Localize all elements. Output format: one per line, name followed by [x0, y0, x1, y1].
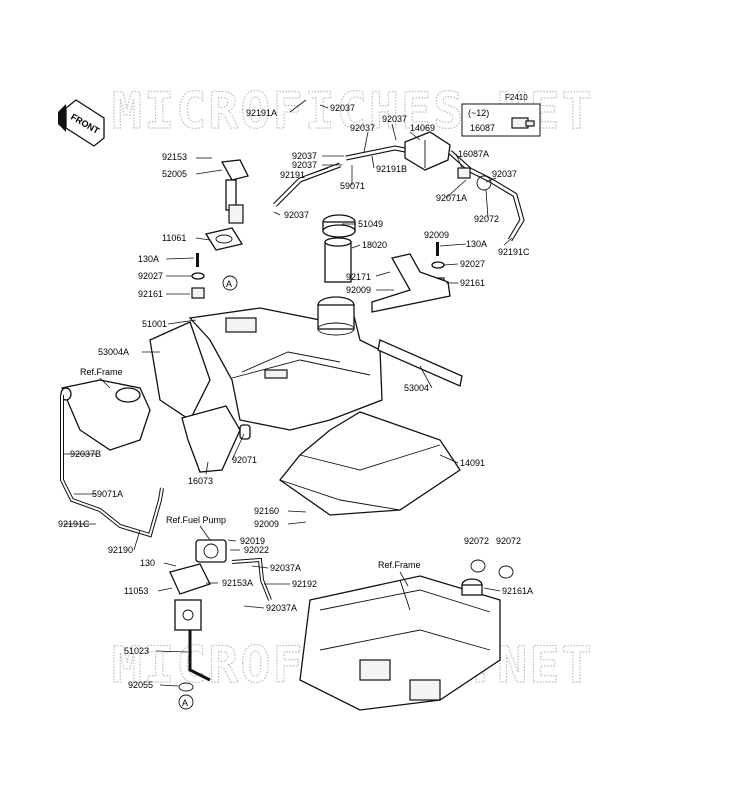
canister: [404, 131, 451, 171]
callout-51023: 51023: [124, 646, 149, 656]
callout-92037-e: 92037: [292, 160, 317, 170]
callout-16087a: 16087A: [458, 149, 489, 159]
callout-11061: 11061: [162, 233, 186, 243]
callout-51001: 51001: [142, 319, 167, 329]
ref-frame-label-bottom: Ref.Frame: [378, 560, 421, 570]
inset-box: (~12) 16087: [461, 103, 541, 137]
callout-51049: 51049: [358, 219, 383, 229]
callout-130a-right: 130A: [466, 239, 487, 249]
callout-92072-br: 92072: [496, 536, 521, 546]
callout-92161-right: 92161: [460, 278, 485, 288]
callout-92055: 92055: [128, 680, 153, 690]
callout-92037a-top: 92037A: [270, 563, 301, 573]
callout-92037-c: 92037: [382, 114, 407, 124]
inset-range: (~12): [468, 108, 489, 118]
callout-52005: 52005: [162, 169, 187, 179]
frame-left: [60, 379, 151, 451]
svg-text:A: A: [226, 279, 232, 289]
marker-a-bottom: A: [178, 694, 194, 710]
callout-92027-left: 92027: [138, 271, 163, 281]
washer-stack-left: [191, 253, 205, 299]
callout-92071a: 92071A: [436, 193, 467, 203]
callout-92191: 92191: [280, 170, 305, 180]
callout-16073: 16073: [188, 476, 213, 486]
callout-92009-b: 92009: [346, 285, 371, 295]
callout-92037-b: 92037: [350, 123, 375, 133]
callout-92037a-bottom: 92037A: [266, 603, 297, 613]
callout-92161-left: 92161: [138, 289, 163, 299]
callout-92190: 92190: [108, 545, 133, 555]
callout-59071a: 59071A: [92, 489, 123, 499]
callout-92071: 92071: [232, 455, 257, 465]
leader-lines: [64, 99, 513, 687]
guard-16073: [181, 405, 241, 473]
clamp-92072: [476, 175, 492, 191]
callout-130: 130: [140, 558, 155, 568]
marker-a-top: A: [222, 275, 238, 291]
callout-92072-bl: 92072: [464, 536, 489, 546]
callout-92037-f: 92037: [492, 169, 517, 179]
callout-92037-g: 92037: [284, 210, 309, 220]
o-ring-92055: [178, 682, 194, 692]
callout-92037b: 92037B: [70, 449, 101, 459]
fuel-tank: [188, 296, 383, 440]
callout-92027-right: 92027: [460, 259, 485, 269]
clamp-pair-92072: [470, 559, 514, 579]
frame-bottom: [299, 575, 501, 711]
part-callouts: 92191A 92037 92037 92037 14069 16087A 92…: [58, 103, 533, 690]
callout-92009-c: 92009: [254, 519, 279, 529]
callout-53004: 53004: [404, 383, 429, 393]
callout-92191c-bottom: 92191C: [58, 519, 90, 529]
callout-92191a: 92191A: [246, 108, 277, 118]
callout-14069: 14069: [410, 123, 435, 133]
callout-92037-d: 92037: [292, 151, 317, 161]
ref-frame-label-left: Ref.Frame: [80, 367, 123, 377]
front-arrow-icon: FRONT: [58, 99, 105, 147]
callout-130a-left: 130A: [138, 254, 159, 264]
fuel-pump: [169, 539, 227, 631]
ref-fuel-pump-label: Ref.Fuel Pump: [166, 515, 226, 525]
callout-92171: 92171: [346, 272, 371, 282]
callout-92153a: 92153A: [222, 578, 253, 588]
callout-18020: 18020: [362, 240, 387, 250]
filter-16087a: [457, 167, 471, 179]
callout-92037-a: 92037: [330, 103, 355, 113]
inset-part: 16087: [470, 123, 495, 133]
diagram-code: F2410: [505, 93, 528, 102]
shield-53004a: [149, 321, 211, 421]
fuel-cap: [322, 214, 356, 238]
callout-59071: 59071: [340, 181, 365, 191]
callout-92022: 92022: [244, 545, 269, 555]
callout-92192: 92192: [292, 579, 317, 589]
callout-92072-top: 92072: [474, 214, 499, 224]
grommet-92161a: [461, 578, 483, 596]
callout-11053: 11053: [124, 586, 148, 596]
fuel-gauge-unit: [204, 159, 249, 251]
callout-53004a: 53004A: [98, 347, 129, 357]
callout-92019: 92019: [240, 536, 265, 546]
callout-92161a: 92161A: [502, 586, 533, 596]
svg-text:A: A: [182, 698, 188, 708]
callout-14091: 14091: [460, 458, 485, 468]
callout-92191c-top: 92191C: [498, 247, 530, 257]
callout-92160: 92160: [254, 506, 279, 516]
pad-53004: [377, 339, 463, 387]
callout-92153: 92153: [162, 152, 187, 162]
filler-strainer: [324, 237, 352, 283]
bracket-92171: [371, 253, 451, 313]
callout-92191b: 92191B: [376, 164, 407, 174]
callout-92009-a: 92009: [424, 230, 449, 240]
tank-tray: [279, 411, 461, 516]
